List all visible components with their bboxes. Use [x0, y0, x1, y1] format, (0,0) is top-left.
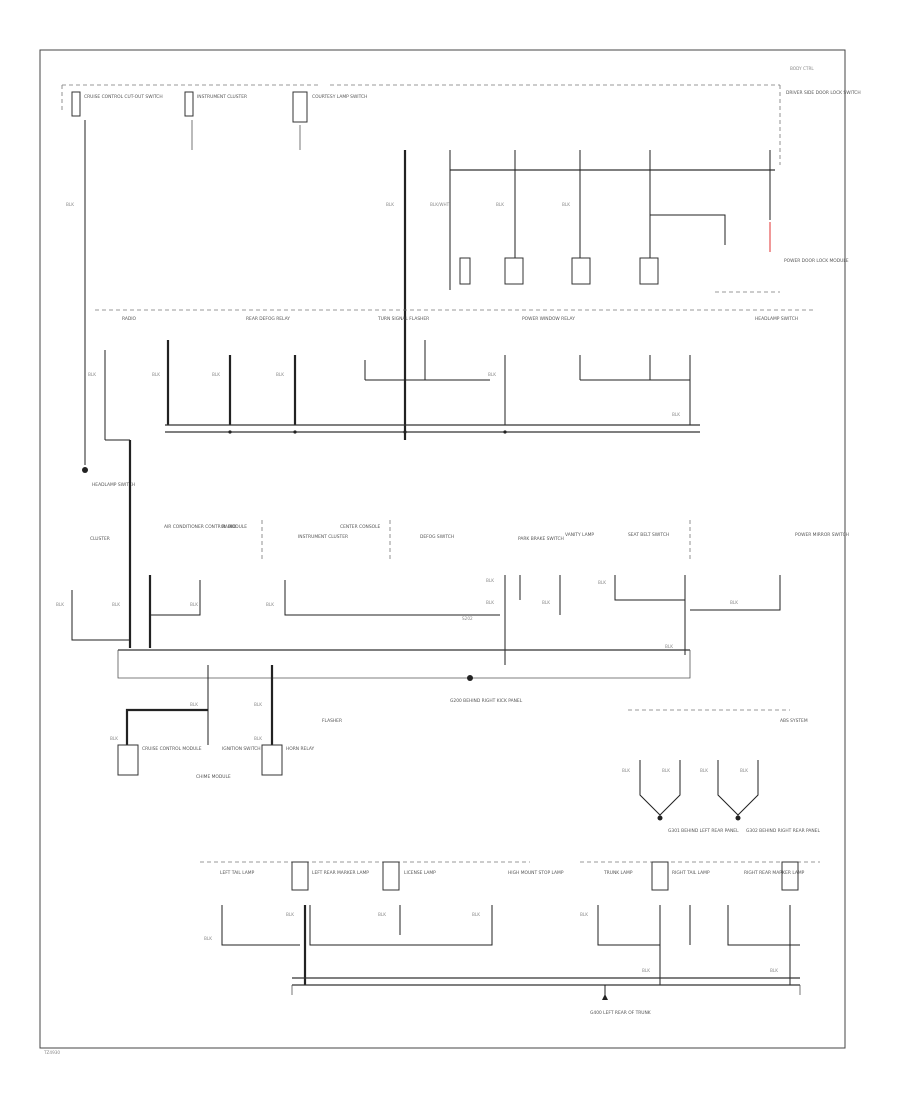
abs-ground-2-wire-2: BLK: [740, 768, 748, 773]
bottom-component-box-3: [651, 861, 669, 891]
row2-wire-label-2: BLK: [152, 372, 160, 377]
abs-ground-2-wire-1: BLK: [700, 768, 708, 773]
bottom-wire-label-2: BLK: [286, 912, 294, 917]
row3-component-9: VANITY LAMP: [565, 532, 594, 538]
row3-wire-label-5: BLK: [486, 578, 494, 583]
row3-wire-label-4: BLK: [266, 602, 274, 607]
top-relay-box: [459, 257, 471, 285]
top-wire-label-2: BLK: [386, 202, 394, 207]
top-component-2: [184, 91, 194, 117]
right-mid-section: ABS SYSTEM BLK BLK BLK BLK G301 BEHIND L…: [622, 709, 820, 834]
bottom-wire-label-1: BLK: [204, 936, 212, 941]
corner-label: BODY CTRL: [790, 66, 814, 71]
row4-wire-label-1: BLK: [190, 702, 198, 707]
row3-component-5: INSTRUMENT CLUSTER: [298, 534, 348, 540]
row3-component-7: DEFOG SWITCH: [420, 534, 454, 540]
top-component-1: [71, 91, 81, 117]
bottom-component-4: HIGH MOUNT STOP LAMP: [508, 870, 564, 876]
bottom-wire-label-5: BLK: [580, 912, 588, 917]
bottom-component-1: LEFT TAIL LAMP: [220, 870, 255, 876]
row3-wire-label-9: BLK: [730, 600, 738, 605]
row4-wire-label-3: BLK: [110, 736, 118, 741]
bottom-component-box-4: [781, 861, 799, 891]
bottom-component-box-1: [291, 861, 309, 891]
row3-wire-label-1: BLK: [56, 602, 64, 607]
row4-component-1: CRUISE CONTROL MODULE: [142, 746, 202, 752]
top-wire-label-3: BLK/WHT: [430, 202, 450, 207]
row3-wire-label-10: BLK: [665, 644, 673, 649]
abs-ground-1-wire-1: BLK: [622, 768, 630, 773]
row2-wire-label-1: BLK: [88, 372, 96, 377]
row3-component-3: AIR CONDITIONER CONTROL MODULE: [164, 524, 247, 530]
row3-component-4: RADIO: [222, 524, 237, 530]
row2-wire-label-4: BLK: [276, 372, 284, 377]
row3-component-2: CLUSTER: [90, 536, 110, 542]
row3-wire-label-8: BLK: [598, 580, 606, 585]
bottom-component-3: LICENSE LAMP: [404, 870, 436, 876]
diagram-frame: [39, 49, 846, 1049]
bottom-component-box-2: [382, 861, 400, 891]
abs-ground-2-label: G302 BEHIND RIGHT REAR PANEL: [746, 828, 820, 834]
row-4: CRUISE CONTROL MODULE IGNITION SWITCH HO…: [110, 665, 342, 780]
top-right-component-label: DRIVER SIDE DOOR LOCK SWITCH: [786, 90, 861, 96]
bottom-ground-label: G400 LEFT REAR OF TRUNK: [590, 1010, 651, 1016]
bottom-wire-label-7: BLK: [770, 968, 778, 973]
top-relay-label: POWER DOOR LOCK MODULE: [784, 258, 849, 264]
bottom-wire-label-4: BLK: [472, 912, 480, 917]
row4-component-2: IGNITION SWITCH: [222, 746, 261, 752]
row2-component-1: RADIO: [122, 316, 137, 322]
top-component-3-label: COURTESY LAMP SWITCH: [312, 94, 367, 100]
row3-component-6: CENTER CONSOLE: [340, 524, 381, 530]
row3-ground-label: G200 BEHIND RIGHT KICK PANEL: [450, 698, 523, 704]
row4-component-5: CHIME MODULE: [196, 774, 231, 780]
top-row: CRUISE CONTROL CUT-OUT SWITCH INSTRUMENT…: [61, 84, 861, 440]
row3-component-1: HEADLAMP SWITCH: [92, 482, 135, 488]
row-2: RADIO REAR DEFOG RELAY TURN SIGNAL FLASH…: [88, 309, 815, 440]
row4-component-box-2: [261, 744, 283, 776]
row4-wire-label-4: BLK: [254, 736, 262, 741]
bottom-row: LEFT TAIL LAMP LEFT REAR MARKER LAMP LIC…: [200, 861, 820, 1016]
top-component-3: [292, 91, 308, 123]
bottom-wire-label-3: BLK: [378, 912, 386, 917]
row2-wire-label-5: BLK: [488, 372, 496, 377]
row-3: HEADLAMP SWITCH CLUSTER AIR CONDITIONER …: [56, 210, 849, 704]
top-wire-label-5: BLK: [562, 202, 570, 207]
top-relay-box-4: [639, 257, 659, 285]
row3-bus-label: S202: [462, 616, 473, 621]
top-relay-box-3: [571, 257, 591, 285]
row2-component-2: REAR DEFOG RELAY: [246, 316, 290, 322]
abs-ground-1-wire-2: BLK: [662, 768, 670, 773]
row4-component-3: HORN RELAY: [286, 746, 315, 752]
top-component-2-label: INSTRUMENT CLUSTER: [197, 94, 247, 100]
abs-ground-1-label: G301 BEHIND LEFT REAR PANEL: [668, 828, 739, 834]
top-wire-label-1: BLK: [66, 202, 74, 207]
row2-wire-label-6: BLK: [672, 412, 680, 417]
row3-wire-label-2: BLK: [112, 602, 120, 607]
bottom-component-6: RIGHT TAIL LAMP: [672, 870, 710, 876]
footer-code: TZ4930: [43, 1050, 60, 1055]
row3-splice: [82, 467, 88, 473]
top-relay-box-2: [504, 257, 524, 285]
row2-component-4: POWER WINDOW RELAY: [522, 316, 575, 322]
right-mid-title: ABS SYSTEM: [780, 718, 808, 724]
row4-component-4: FLASHER: [322, 718, 342, 724]
row3-component-10: SEAT BELT SWITCH: [628, 532, 669, 538]
bottom-component-2: LEFT REAR MARKER LAMP: [312, 870, 369, 876]
top-wire-label-4: BLK: [496, 202, 504, 207]
top-component-1-label: CRUISE CONTROL CUT-OUT SWITCH: [84, 94, 163, 100]
bottom-wire-label-6: BLK: [642, 968, 650, 973]
row3-component-8: PARK BRAKE SWITCH: [518, 536, 564, 542]
row4-component-box-1: [117, 744, 139, 776]
row2-component-3: TURN SIGNAL FLASHER: [377, 316, 429, 322]
row2-wire-label-3: BLK: [212, 372, 220, 377]
row3-wire-label-6: BLK: [486, 600, 494, 605]
row2-component-5: HEADLAMP SWITCH: [755, 316, 798, 322]
row3-component-11: POWER MIRROR SWITCH: [795, 532, 849, 538]
bottom-component-5: TRUNK LAMP: [603, 870, 633, 876]
row3-wire-label-7: BLK: [542, 600, 550, 605]
row3-wire-label-3: BLK: [190, 602, 198, 607]
bottom-component-7: RIGHT REAR MARKER LAMP: [744, 870, 805, 876]
row4-wire-label-2: BLK: [254, 702, 262, 707]
